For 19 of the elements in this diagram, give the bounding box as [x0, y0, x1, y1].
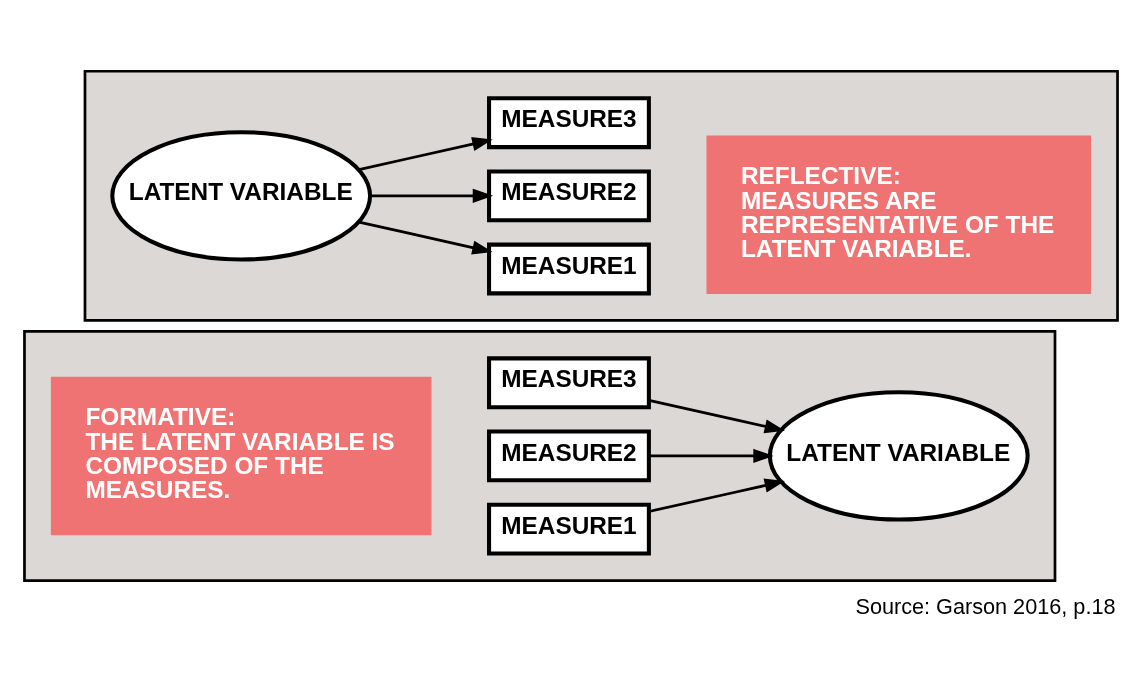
node-box: REFLECTIVE: MEASURES ARE REPRESENTATIVE OF THE LATENT VARIABLE.: [706, 135, 1092, 295]
cluster: [83, 69, 1119, 322]
node-box: MEASURE2: [487, 429, 651, 483]
arrow: [358, 220, 493, 255]
node-box: MEASURE3: [487, 356, 651, 410]
node-box: MEASURE1: [487, 242, 651, 296]
node-box: FORMATIVE: THE LATENT VARIABLE IS COMPOSED OF THE MEASURES.: [50, 376, 432, 536]
node-ellipse: LATENT VARIABLE: [767, 390, 1030, 522]
cluster: [23, 329, 1057, 582]
arrow: [370, 188, 494, 203]
arrow: [648, 478, 785, 513]
arrow: [648, 399, 785, 434]
node-box: MEASURE1: [487, 502, 651, 556]
node-ellipse: LATENT VARIABLE: [110, 130, 373, 262]
arrow: [358, 137, 493, 171]
arrow: [649, 448, 774, 464]
node-box: MEASURE2: [487, 169, 651, 223]
node-box: MEASURE3: [487, 96, 651, 150]
caption: Source: Garson 2016, p.18: [855, 594, 1116, 620]
